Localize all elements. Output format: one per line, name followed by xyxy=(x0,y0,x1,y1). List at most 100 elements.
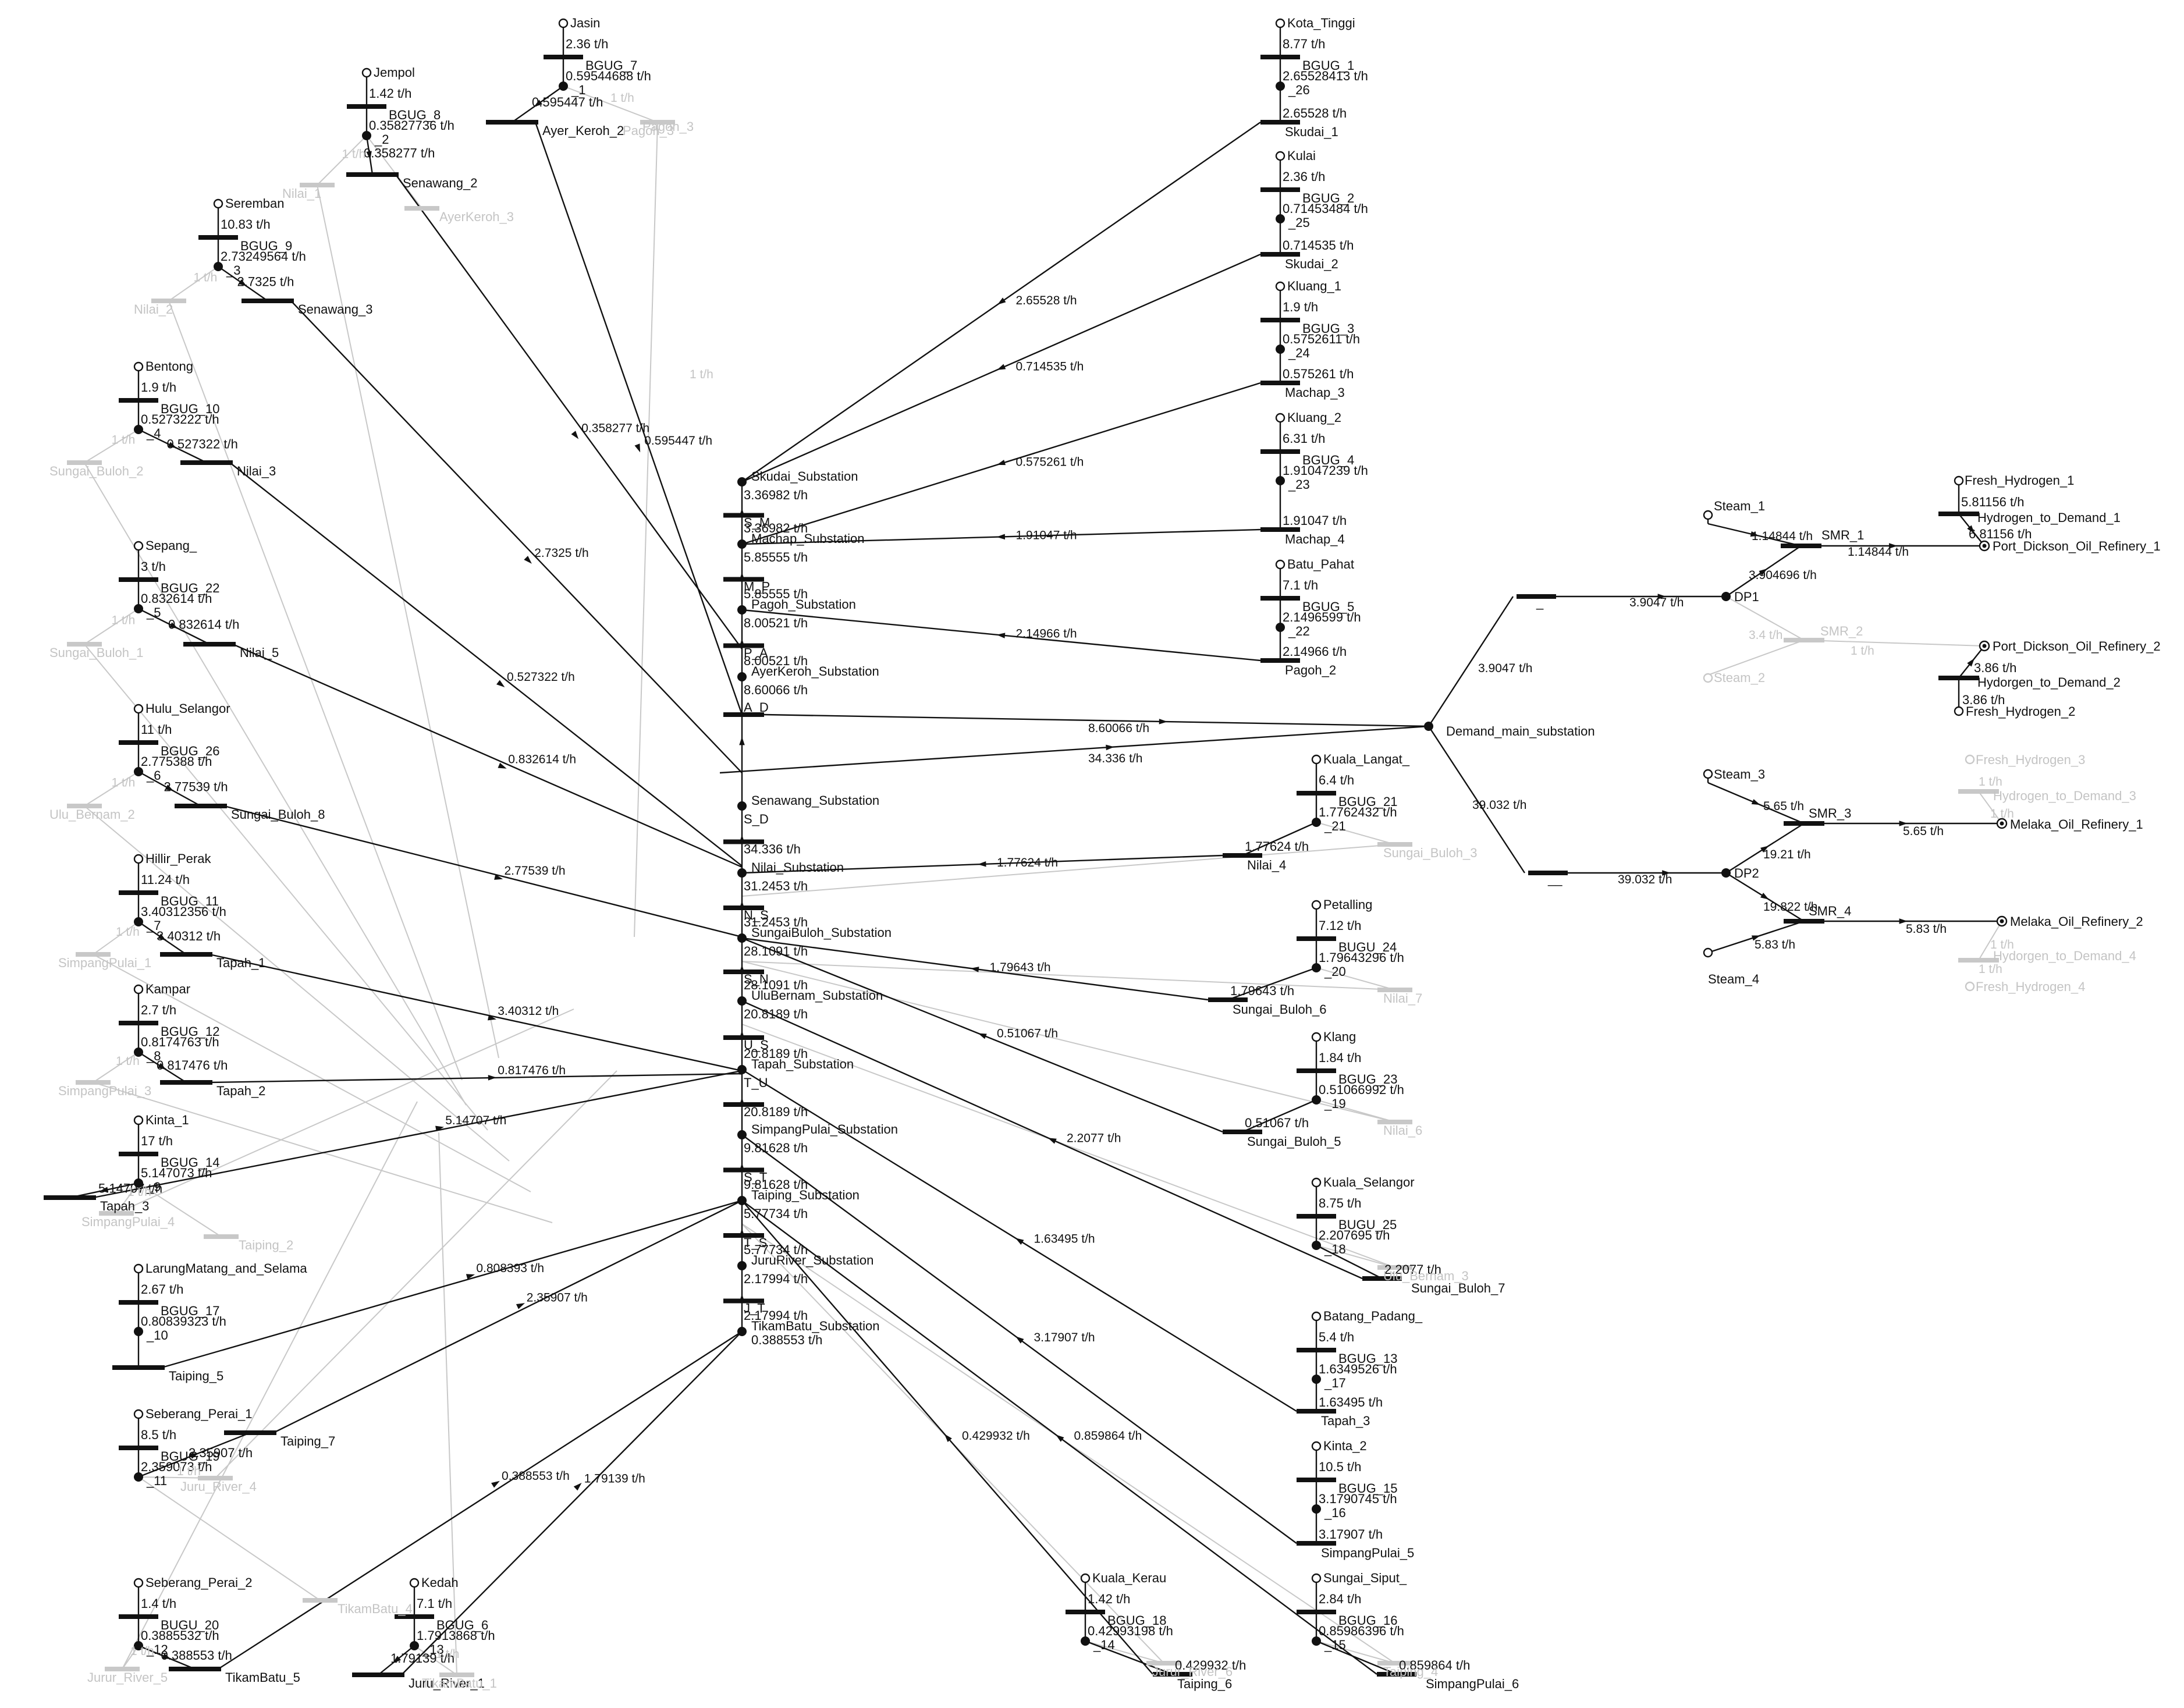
steam-1-pin-icon[interactable] xyxy=(1703,510,1713,520)
junction-node-icon[interactable] xyxy=(1276,476,1285,485)
steam-2-pin-icon[interactable] xyxy=(1703,673,1713,683)
substation-node[interactable] xyxy=(737,996,747,1006)
dp1-node[interactable] xyxy=(1721,592,1731,601)
source-pin-icon[interactable] xyxy=(213,198,223,209)
source-pin-icon[interactable] xyxy=(133,1263,144,1274)
inactive-alt-bus[interactable] xyxy=(67,642,102,647)
substation-bus[interactable] xyxy=(723,1233,764,1238)
source-pin-icon[interactable] xyxy=(133,541,144,551)
inactive-alt-bus-2[interactable] xyxy=(303,1598,338,1603)
taiping-7-bus[interactable] xyxy=(224,1430,276,1435)
inactive-alt-bus[interactable] xyxy=(105,1667,140,1671)
generator-bus[interactable] xyxy=(119,1614,158,1619)
generator-bus[interactable] xyxy=(1260,449,1300,454)
source-pin-icon[interactable] xyxy=(1275,18,1285,29)
inactive-alt-bus[interactable] xyxy=(76,952,111,957)
substation-bus[interactable] xyxy=(723,577,764,582)
substation-bus[interactable] xyxy=(723,906,764,910)
destination-bus[interactable] xyxy=(1223,853,1262,858)
source-pin-icon[interactable] xyxy=(1311,1441,1322,1451)
substation-bus[interactable] xyxy=(723,712,764,717)
junction-node-icon[interactable] xyxy=(214,262,223,271)
generator-bus[interactable] xyxy=(119,1446,158,1450)
lower-bus[interactable] xyxy=(1528,871,1568,875)
substation-bus[interactable] xyxy=(723,1102,764,1107)
inactive-alt-bus[interactable] xyxy=(198,1476,233,1480)
destination-bus[interactable] xyxy=(1297,1409,1336,1414)
dp2-node[interactable] xyxy=(1721,868,1731,878)
source-pin-icon[interactable] xyxy=(1275,413,1285,423)
inactive-alt-bus[interactable] xyxy=(300,183,335,187)
inactive-alt-bus[interactable] xyxy=(640,120,675,125)
inactive-alt-bus-2[interactable] xyxy=(404,206,439,211)
generator-bus[interactable] xyxy=(119,1300,158,1305)
generator-bus[interactable] xyxy=(1260,596,1300,601)
source-pin-icon[interactable] xyxy=(558,18,569,29)
inactive-alt-bus-2[interactable] xyxy=(204,1234,239,1239)
juru-river-1-bus[interactable] xyxy=(352,1673,404,1677)
generator-bus[interactable] xyxy=(1297,1348,1336,1352)
inactive-alt-bus[interactable] xyxy=(439,1673,474,1677)
substation-node[interactable] xyxy=(737,1130,747,1139)
ayer-keroh-2-bus[interactable] xyxy=(486,120,538,125)
substation-node[interactable] xyxy=(737,539,747,549)
source-pin-icon[interactable] xyxy=(133,1115,144,1125)
source-pin-icon[interactable] xyxy=(133,704,144,714)
junction-node-icon[interactable] xyxy=(362,131,371,140)
generator-bus[interactable] xyxy=(119,1021,158,1025)
smr-4-bus[interactable] xyxy=(1784,919,1824,924)
generator-bus[interactable] xyxy=(1066,1610,1105,1614)
generator-bus[interactable] xyxy=(198,235,238,240)
destination-bus[interactable] xyxy=(1260,120,1300,125)
generator-bus[interactable] xyxy=(1297,1610,1336,1614)
junction-node-icon[interactable] xyxy=(1276,345,1285,354)
inactive-alt-bus[interactable] xyxy=(151,299,186,303)
source-pin-icon[interactable] xyxy=(1275,559,1285,570)
substation-node[interactable] xyxy=(737,868,747,878)
junction-node-icon[interactable] xyxy=(1312,963,1321,972)
junction-node-icon[interactable] xyxy=(134,1641,143,1650)
substation-bus[interactable] xyxy=(723,839,764,844)
generator-bus[interactable] xyxy=(1297,1478,1336,1482)
tikambatu-5-bus[interactable] xyxy=(169,1667,221,1671)
junction-node-icon[interactable] xyxy=(1312,1241,1321,1250)
substation-bus[interactable] xyxy=(723,970,764,974)
substation-node[interactable] xyxy=(737,1065,747,1074)
source-pin-icon[interactable] xyxy=(133,854,144,864)
substation-bus[interactable] xyxy=(723,1035,764,1040)
destination-bus[interactable] xyxy=(1153,1672,1192,1677)
generator-bus[interactable] xyxy=(1260,55,1300,59)
junction-node-icon[interactable] xyxy=(134,1047,143,1057)
generator-bus[interactable] xyxy=(1297,936,1336,941)
generator-bus[interactable] xyxy=(544,55,583,59)
junction-node-icon[interactable] xyxy=(1276,623,1285,632)
taiping-5-bus[interactable] xyxy=(112,1365,165,1370)
generator-bus[interactable] xyxy=(119,1152,158,1156)
tapah-1-bus[interactable] xyxy=(160,952,212,957)
destination-bus[interactable] xyxy=(1260,252,1300,257)
source-pin-icon[interactable] xyxy=(409,1578,420,1588)
junction-node-icon[interactable] xyxy=(134,425,143,434)
junction-node-icon[interactable] xyxy=(1312,1375,1321,1384)
generator-bus[interactable] xyxy=(1297,1068,1336,1073)
destination-bus[interactable] xyxy=(1260,527,1300,532)
source-pin-icon[interactable] xyxy=(1080,1573,1091,1583)
junction-node-icon[interactable] xyxy=(134,767,143,776)
inactive-alt-bus[interactable] xyxy=(1377,988,1412,992)
source-pin-icon[interactable] xyxy=(133,1409,144,1419)
inactive-alt-bus[interactable] xyxy=(67,460,102,465)
smr-2-bus[interactable] xyxy=(1784,638,1824,642)
senawang-3-bus[interactable] xyxy=(242,299,294,303)
fresh-h2-1-pin-icon[interactable] xyxy=(1954,475,1964,486)
generator-bus[interactable] xyxy=(1297,791,1336,796)
generator-bus[interactable] xyxy=(119,740,158,745)
source-pin-icon[interactable] xyxy=(1311,754,1322,765)
junction-node-icon[interactable] xyxy=(559,81,568,91)
junction-node-icon[interactable] xyxy=(134,1327,143,1336)
h2-demand-3-bus[interactable] xyxy=(1958,789,1999,794)
steam-3-pin-icon[interactable] xyxy=(1703,769,1713,779)
nilai-5-bus[interactable] xyxy=(183,642,236,647)
source-pin-icon[interactable] xyxy=(1311,1177,1322,1188)
nilai-3-bus[interactable] xyxy=(180,460,233,465)
source-pin-icon[interactable] xyxy=(1311,1032,1322,1042)
